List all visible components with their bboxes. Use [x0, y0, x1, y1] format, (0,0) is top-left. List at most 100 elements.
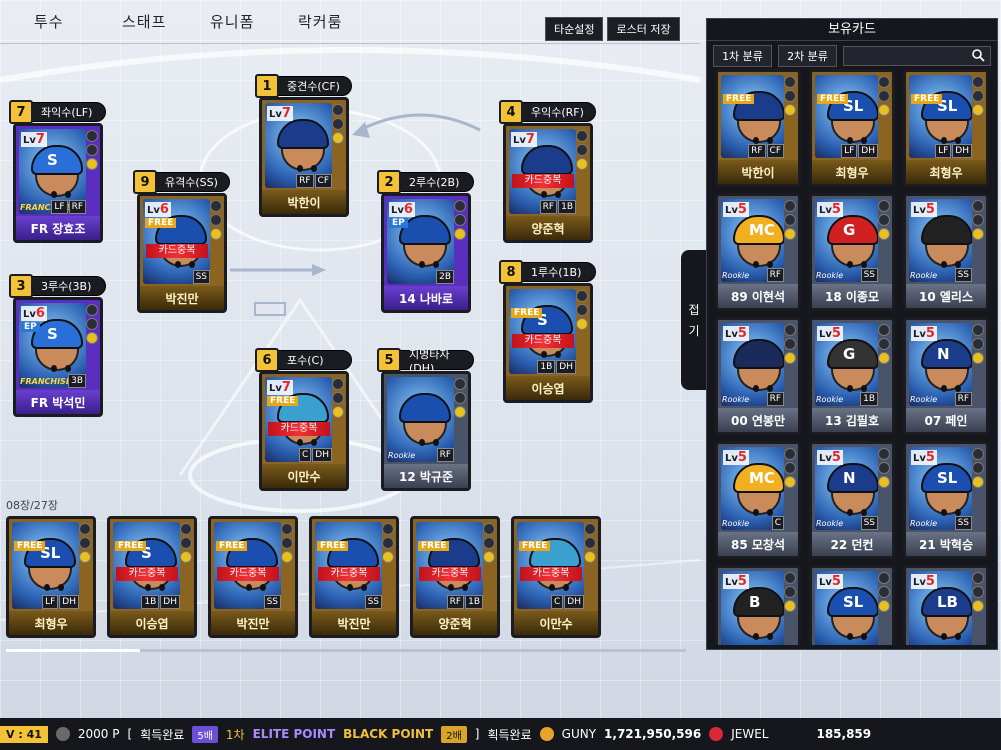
stat-icon	[332, 132, 344, 144]
player-avatar: G	[823, 337, 878, 399]
card-tag: FREE	[14, 541, 46, 551]
card-stat-icons	[576, 290, 588, 330]
rookie-label: Rookie	[816, 395, 844, 404]
avatar-eye	[541, 191, 547, 198]
card-level: Lv6	[389, 202, 415, 217]
card-level: Lv5	[723, 202, 749, 217]
stat-icon	[972, 572, 984, 584]
jewel-value: 185,859	[816, 727, 872, 741]
primary-filter-button[interactable]: 1차 분류	[713, 45, 772, 67]
batting-order-number: 9	[133, 170, 157, 194]
collapse-panel-tab[interactable]: 접 기	[681, 250, 707, 390]
stat-icon	[454, 378, 466, 390]
position-tag: CF	[314, 174, 332, 188]
search-icon[interactable]	[971, 48, 985, 62]
card-positions: SS	[263, 595, 281, 609]
stat-icon	[576, 318, 588, 330]
card-level: Lv5	[817, 450, 843, 465]
player-avatar: LB	[917, 585, 972, 645]
card-stat-icons	[382, 523, 394, 563]
card-level: Lv7	[21, 132, 47, 147]
tab-uniform[interactable]: 유니폼	[210, 13, 255, 31]
card-positions: SS	[860, 516, 878, 530]
card-level: Lv5	[723, 574, 749, 589]
card-level: Lv5	[817, 202, 843, 217]
position-tag: 1B	[860, 392, 878, 406]
card-level-value: 7	[281, 106, 291, 121]
card-positions: 1B	[860, 392, 878, 406]
stat-icon	[784, 476, 796, 488]
stat-icon	[972, 462, 984, 474]
player-avatar: SL	[917, 461, 972, 523]
position-name: 1루수(1B)	[531, 266, 582, 279]
avatar-eye	[549, 584, 555, 591]
card-search-input[interactable]	[843, 46, 991, 66]
bracket-close-1: ]	[474, 727, 480, 741]
card-tag: FREE	[817, 94, 849, 104]
player-name: 이승엽	[110, 611, 194, 635]
collapse-label-1: 접	[688, 303, 700, 317]
position-name: 포수(C)	[287, 354, 324, 367]
team-logo: SL	[843, 593, 864, 611]
card-positions: C	[771, 516, 784, 530]
player-avatar: S	[27, 143, 85, 205]
batting-order-button[interactable]: 타순설정	[545, 17, 604, 41]
tab-locker-room[interactable]: 락커룸	[298, 13, 343, 31]
team-logo: SL	[937, 469, 958, 487]
save-roster-button[interactable]: 로스터 저장	[607, 17, 680, 41]
team-logo: N	[843, 469, 856, 487]
stat-icon	[972, 214, 984, 226]
avatar-eye	[51, 365, 57, 372]
tray-scrollbar[interactable]	[6, 649, 140, 652]
tab-staff[interactable]: 스태프	[122, 13, 167, 31]
tab-pitcher[interactable]: 투수	[34, 13, 64, 31]
team-logo: LB	[937, 593, 958, 611]
stat-icon	[210, 214, 222, 226]
stat-icon	[878, 352, 890, 364]
position-tag: DH	[858, 144, 878, 158]
stat-icon	[972, 104, 984, 116]
player-name: 박한이	[718, 160, 798, 184]
helmet-icon: N	[921, 339, 972, 369]
secondary-filter-button[interactable]: 2차 분류	[778, 45, 837, 67]
